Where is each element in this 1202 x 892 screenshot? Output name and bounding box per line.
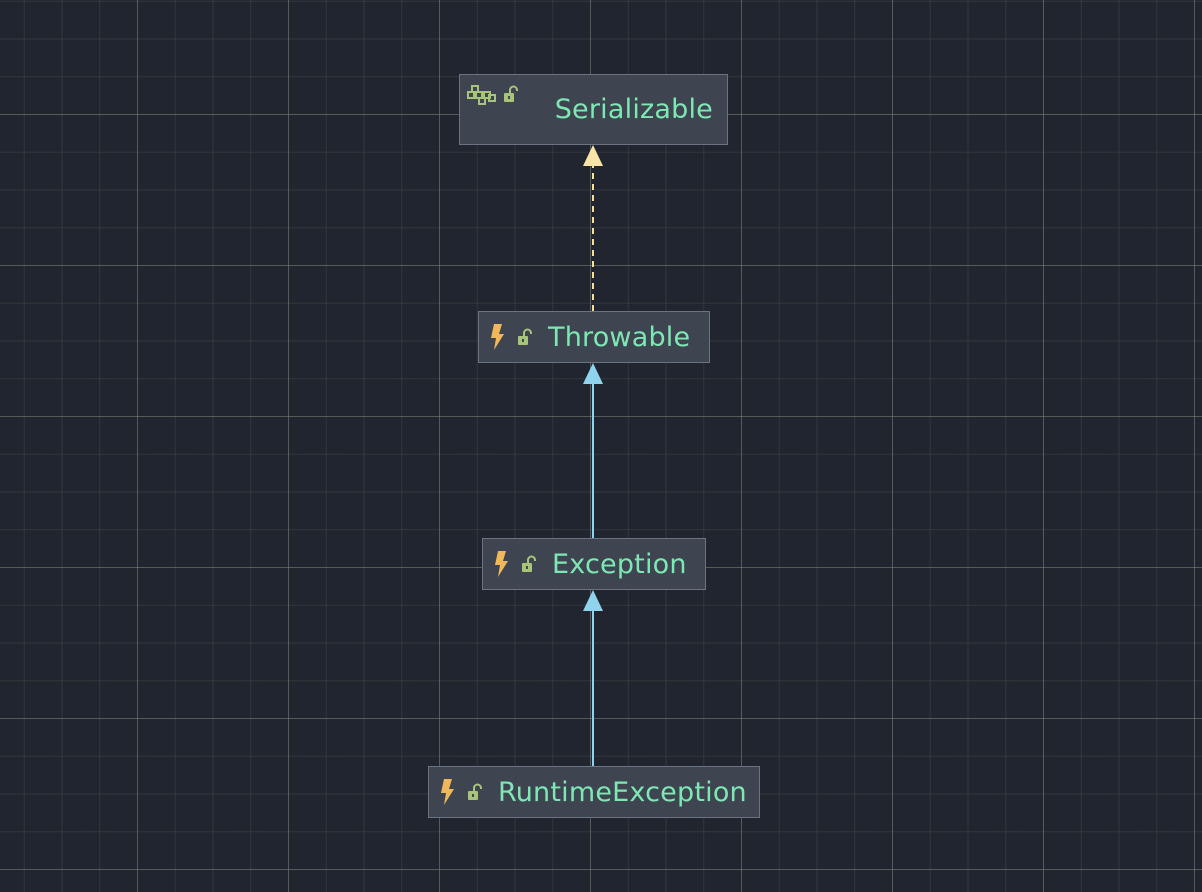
lock-open-icon [467,783,483,801]
lock-open-icon [503,85,519,107]
interface-icon [467,85,497,107]
arrowhead-exception [583,590,603,611]
node-serializable[interactable]: Serializable [459,74,728,145]
node-icons [467,85,519,107]
node-runtime-exception[interactable]: RuntimeException [428,766,760,818]
bolt-icon [495,551,509,577]
lock-open-icon [517,328,533,346]
bolt-icon [491,324,505,350]
arrowhead-serializable [583,145,603,166]
lock-open-icon [521,555,537,573]
node-throwable[interactable]: Throwable [478,311,710,363]
node-exception[interactable]: Exception [482,538,706,590]
node-label: Exception [552,548,687,580]
arrowhead-throwable [583,363,603,384]
node-label: RuntimeException [498,776,747,808]
node-label: Serializable [554,94,713,125]
node-label: Throwable [548,321,691,353]
bolt-icon [441,779,455,805]
